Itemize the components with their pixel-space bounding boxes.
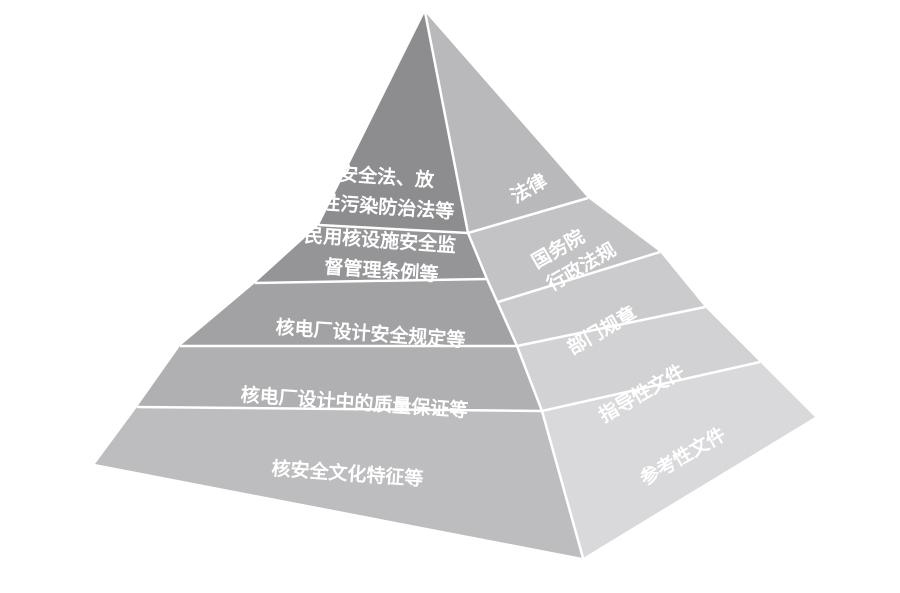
right-tier-2 [468,198,660,302]
separator-3 [180,305,706,348]
left-tier-4 [137,346,542,411]
left-tier-1 [319,12,468,233]
separator-2 [254,277,488,285]
left-tier-3 [180,279,517,346]
right-tier-5 [542,362,815,558]
separator-4 [136,360,761,413]
ridge-line [423,11,585,559]
right-tier-4 [517,307,760,411]
left-tier-5 [95,407,583,558]
separator-2b [497,250,661,304]
left-tier-2 [255,225,487,283]
separator-1 [318,196,589,235]
right-tier-1 [425,12,588,233]
right-tier-3 [498,252,705,346]
